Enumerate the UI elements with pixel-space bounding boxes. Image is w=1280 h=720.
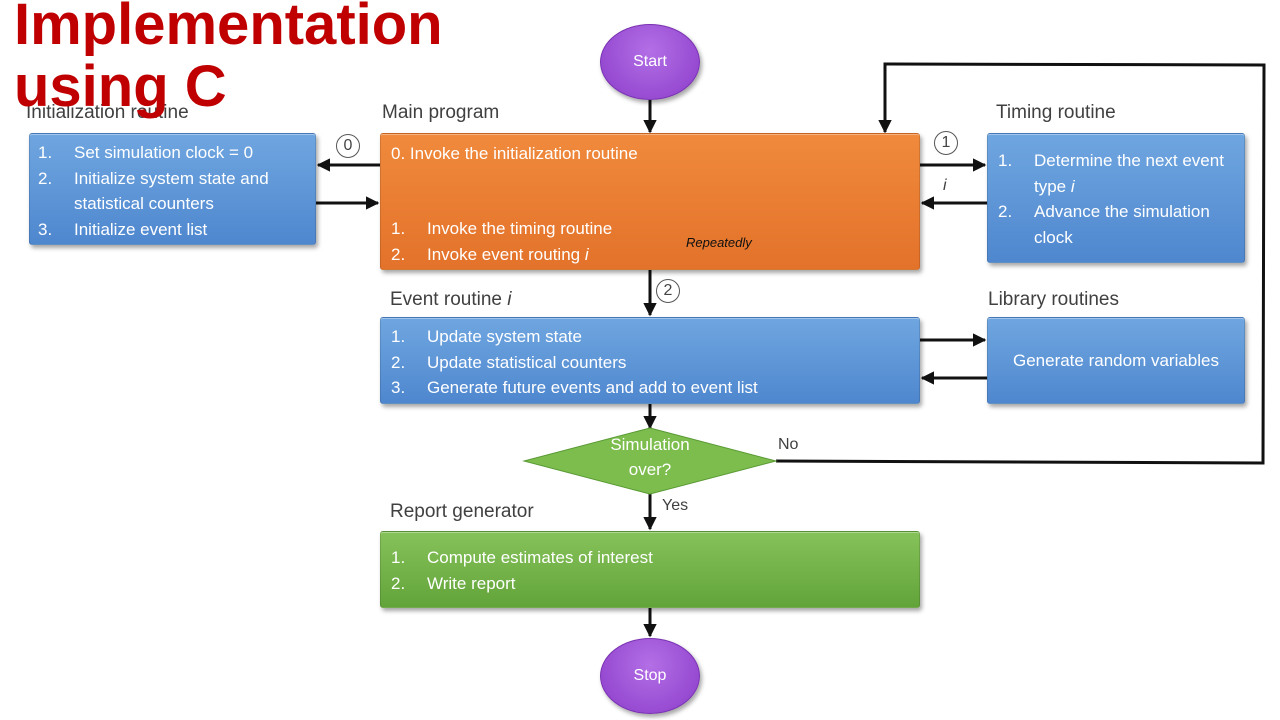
event-routine-box: 1.Update system state 2.Update statistic… — [380, 317, 920, 404]
init-step: 2.Initialize system state and statistica… — [38, 168, 269, 214]
event-step: 2.Update statistical counters — [391, 352, 627, 372]
marker-zero: 0 — [336, 134, 360, 158]
title-line-2: using C — [14, 54, 227, 119]
start-terminal: Start — [600, 24, 700, 100]
arrow-no-loop — [775, 62, 1266, 465]
init-step: 3.Initialize event list — [38, 219, 208, 239]
marker-one: 1 — [934, 131, 958, 155]
event-step: 3.Generate future events and add to even… — [391, 378, 758, 397]
title-line-1: Implementation — [14, 0, 443, 57]
no-label: No — [778, 436, 799, 453]
report-step: 2.Write report — [391, 573, 516, 593]
decision-diamond — [522, 427, 778, 495]
report-step: 1.Compute estimates of interest — [391, 548, 653, 567]
report-generator-label: Report generator — [390, 501, 534, 522]
timing-step: 1.Determine the next event type i — [998, 151, 1224, 196]
event-step: 1.Update system state — [391, 327, 582, 346]
timing-step: 2.Advance the simulation clock — [998, 202, 1210, 247]
yes-label: Yes — [662, 497, 689, 514]
page-title: Implementation using C — [14, 0, 443, 118]
decision-text: Simulation over? — [610, 435, 690, 479]
main-step-0: 0. Invoke the initialization routine — [391, 144, 638, 163]
library-routine-text: Generate random variables — [1012, 350, 1219, 370]
init-step: 1.Set simulation clock = 0 — [38, 143, 254, 162]
timing-routine-label: Timing routine — [996, 102, 1116, 123]
initialization-routine-label: Initialization routine — [26, 102, 189, 123]
timing-routine-box: 1.Determine the next event type i 2.Adva… — [987, 133, 1245, 263]
event-type-i-label: i — [943, 177, 947, 194]
report-generator-box: 1.Compute estimates of interest 2.Write … — [380, 531, 920, 608]
initialization-routine-box: 1.Set simulation clock = 0 2.Initialize … — [29, 133, 316, 245]
main-step: 1.Invoke the timing routine — [391, 219, 613, 238]
repeatedly-label: Repeatedly — [686, 235, 752, 250]
stop-terminal: Stop — [600, 638, 700, 714]
marker-two: 2 — [656, 279, 680, 303]
event-routine-label: Event routine i — [390, 289, 512, 310]
library-routines-box: Generate random variables — [987, 317, 1245, 404]
main-program-box: 0. Invoke the initialization routine 1.I… — [380, 133, 920, 270]
main-program-label: Main program — [382, 102, 500, 123]
library-routines-label: Library routines — [988, 289, 1119, 310]
main-step: 2.Invoke event routing i — [391, 244, 589, 264]
